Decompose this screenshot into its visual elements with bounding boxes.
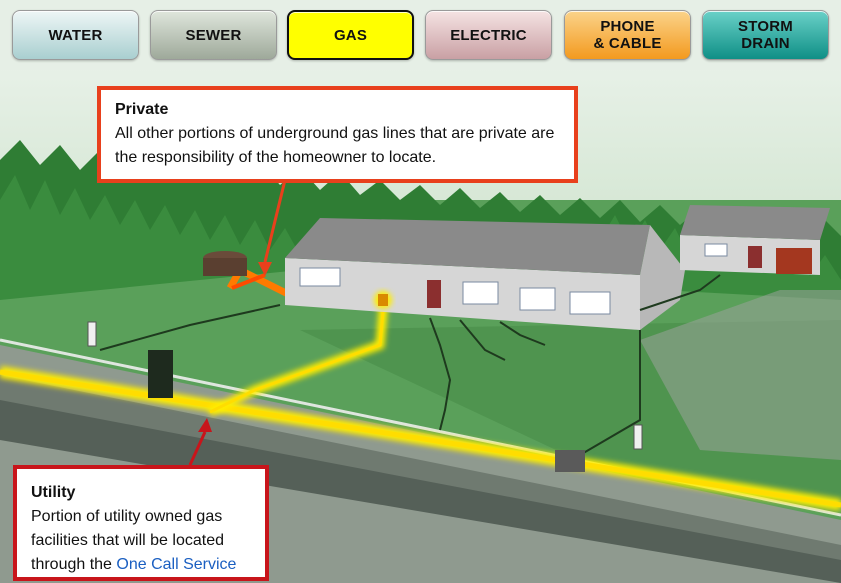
tab-water[interactable]: WATER: [12, 10, 139, 60]
transformer-box-icon: [148, 350, 585, 472]
private-arrowhead: [258, 262, 272, 276]
one-call-service-link[interactable]: One Call Service: [116, 556, 237, 573]
tab-electric-label: ELECTRIC: [450, 26, 527, 44]
utility-callout-title: Utility: [31, 484, 76, 501]
private-callout-title: Private: [115, 101, 169, 118]
tab-storm-drain[interactable]: STORM DRAIN: [702, 10, 829, 60]
private-pointer-arrow: [263, 179, 287, 263]
tab-sewer-label: SEWER: [185, 26, 242, 44]
utility-gas-main: [0, 366, 841, 511]
tab-phone-cable[interactable]: PHONE & CABLE: [564, 10, 691, 60]
private-callout: Private All other portions of undergroun…: [97, 86, 578, 183]
gas-service-line: [208, 299, 389, 417]
tab-electric[interactable]: ELECTRIC: [425, 10, 552, 60]
utility-pointer-arrow: [188, 431, 207, 466]
house-icon: [285, 218, 685, 330]
utility-arrowhead: [198, 418, 212, 432]
garage-icon: [680, 205, 830, 275]
tab-storm-drain-label: STORM DRAIN: [738, 18, 793, 52]
private-callout-body: All other portions of underground gas li…: [115, 125, 555, 166]
hot-tub-icon: [203, 251, 247, 276]
yard-light-icon: [99, 274, 721, 456]
tab-gas-label: GAS: [333, 26, 368, 44]
gas-meter-icon: [374, 291, 392, 309]
utility-pedestal-icon: [87, 321, 643, 450]
utility-callout-body: Portion of utility owned gas facilities …: [31, 508, 224, 573]
tab-gas[interactable]: GAS: [287, 10, 414, 60]
tab-water-label: WATER: [48, 26, 103, 44]
tab-sewer[interactable]: SEWER: [150, 10, 277, 60]
tab-phone-cable-label: PHONE & CABLE: [593, 18, 662, 52]
utility-callout: Utility Portion of utility owned gas fac…: [13, 465, 269, 581]
driveway: [640, 290, 841, 460]
utility-tab-bar: WATER SEWER GAS ELECTRIC PHONE & CABLE S…: [0, 0, 841, 70]
